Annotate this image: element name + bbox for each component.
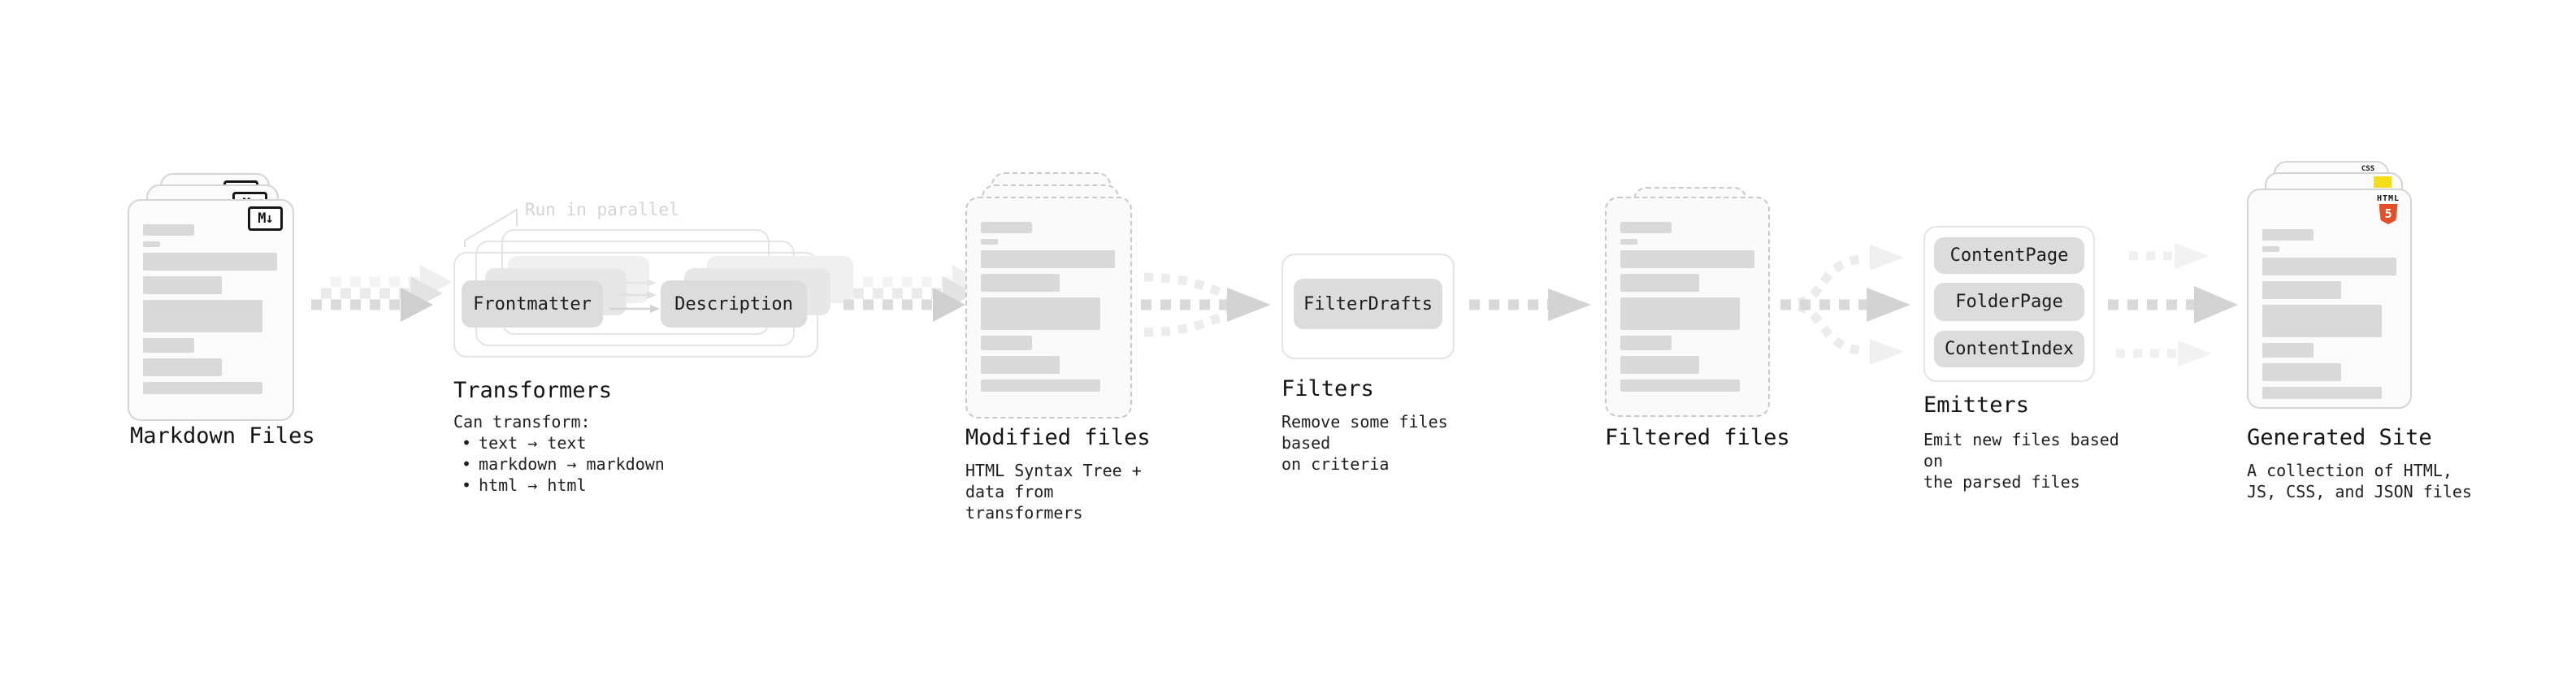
mini-flow-arrows-icon (609, 279, 660, 313)
bullet-text: markdown → markdown (479, 454, 665, 474)
generated-site-description: A collection of HTML, JS, CSS, and JSON … (2247, 461, 2472, 501)
doc-bar (2262, 229, 2314, 241)
doc-bar (143, 224, 194, 236)
emitters-outline (1923, 226, 2095, 382)
markdown-files-label: Markdown Files (130, 423, 315, 449)
doc-placeholder-bars (981, 222, 1115, 397)
html5-shield: 5 (2379, 204, 2398, 224)
modified-files-node: Modified files HTML Syntax Tree + data f… (965, 161, 1169, 523)
transformer-box-frontmatter: Frontmatter (462, 280, 603, 327)
doc-bar (981, 250, 1115, 268)
emitter-box-contentpage: ContentPage (1934, 237, 2084, 274)
generated-site-label: Generated Site (2247, 425, 2432, 450)
doc-bar (2262, 258, 2396, 275)
doc-bar (143, 338, 194, 353)
filters-description: Remove some files based on criteria (1281, 412, 1448, 474)
doc-bar (1620, 336, 1672, 350)
generated-site-node: CSS HTML 5 Generated Site A collection o… (2247, 161, 2474, 510)
doc-bar (2262, 246, 2279, 252)
doc-bar (2262, 363, 2341, 381)
html5-badge-icon: HTML 5 (2373, 194, 2404, 224)
filter-box-filterdrafts: FilterDrafts (1294, 279, 1442, 329)
transform-bullet: • text → text (453, 432, 665, 453)
doc-bar (143, 253, 277, 271)
flow-arrow-diverge-icon (1780, 245, 1910, 365)
doc-bar (143, 300, 262, 332)
doc-bar (1620, 274, 1699, 292)
transform-bullet: • html → html (453, 475, 665, 496)
doc-bar (981, 336, 1032, 350)
site-file-doc-html: HTML 5 (2247, 189, 2412, 409)
filtered-files-node: Filtered files (1605, 179, 1808, 504)
emitter-box-folderpage: FolderPage (1934, 283, 2084, 321)
doc-bar (981, 297, 1100, 330)
emitters-description: Emit new files based on the parsed files (1923, 430, 2119, 492)
doc-bar (143, 241, 160, 247)
doc-bar (2262, 343, 2314, 358)
doc-bar (1620, 380, 1740, 392)
flow-arrow-triple-icon (2108, 243, 2238, 367)
transform-bullet: • markdown → markdown (453, 453, 665, 475)
doc-bar (981, 274, 1060, 292)
doc-bar (143, 382, 262, 394)
bullet-icon: • (462, 454, 472, 474)
flow-arrow-stacked-icon (311, 265, 453, 322)
doc-bar (981, 380, 1100, 392)
emitter-box-contentindex: ContentIndex (1934, 331, 2084, 367)
transformer-box-description: Description (661, 280, 807, 327)
doc-bar (143, 276, 222, 294)
filters-label: Filters (1281, 376, 1374, 401)
emitters-label: Emitters (1923, 393, 2030, 418)
modified-file-doc-front (965, 197, 1132, 419)
doc-bar (1620, 356, 1699, 374)
bullet-text: text → text (479, 433, 587, 453)
doc-bar (981, 239, 998, 245)
doc-bar (2262, 305, 2382, 337)
doc-bar (143, 358, 222, 376)
markdown-file-doc-front: M↓ (128, 199, 294, 421)
doc-bar (2262, 387, 2382, 399)
transformers-node: Run in parallel Frontmatter Description … (453, 195, 853, 504)
bullet-icon: • (462, 475, 472, 495)
modified-files-label: Modified files (965, 425, 1151, 450)
doc-bar (1620, 239, 1637, 245)
doc-placeholder-bars (2262, 229, 2396, 405)
html5-number: 5 (2384, 206, 2392, 221)
doc-placeholder-bars (143, 224, 277, 400)
transformers-label: Transformers (453, 378, 613, 403)
js-badge-icon (2374, 176, 2392, 188)
flow-arrow-converge-icon (1141, 272, 1271, 337)
doc-bar (1620, 297, 1740, 330)
filtered-file-doc-front (1605, 197, 1770, 417)
css-badge-text: CSS (2361, 165, 2375, 173)
transformers-description: Can transform: • text → text • markdown … (453, 411, 665, 496)
note-leader-line (464, 208, 518, 247)
bullet-icon: • (462, 433, 472, 453)
markdown-badge-icon: M↓ (248, 206, 283, 231)
modified-files-description: HTML Syntax Tree + data from transformer… (965, 461, 1142, 523)
emitters-node: ContentPage FolderPage ContentIndex Emit… (1923, 226, 2127, 492)
flow-arrow-icon (1469, 288, 1591, 321)
run-in-parallel-note: Run in parallel (525, 200, 679, 219)
transformers-intro: Can transform: (453, 412, 591, 432)
filters-outline (1281, 254, 1455, 359)
bullet-text: html → html (479, 475, 587, 495)
doc-bar (981, 222, 1032, 233)
doc-bar (981, 356, 1060, 374)
filters-node: FilterDrafts Filters Remove some files b… (1281, 254, 1485, 489)
doc-bar (2262, 281, 2341, 299)
html5-badge-text: HTML (2376, 194, 2400, 203)
markdown-files-node: M↓ M↓ M↓ Markdown Files (128, 161, 355, 502)
doc-bar (1620, 222, 1672, 233)
doc-placeholder-bars (1620, 222, 1754, 397)
doc-bar (1620, 250, 1754, 268)
filtered-files-label: Filtered files (1605, 425, 1790, 450)
